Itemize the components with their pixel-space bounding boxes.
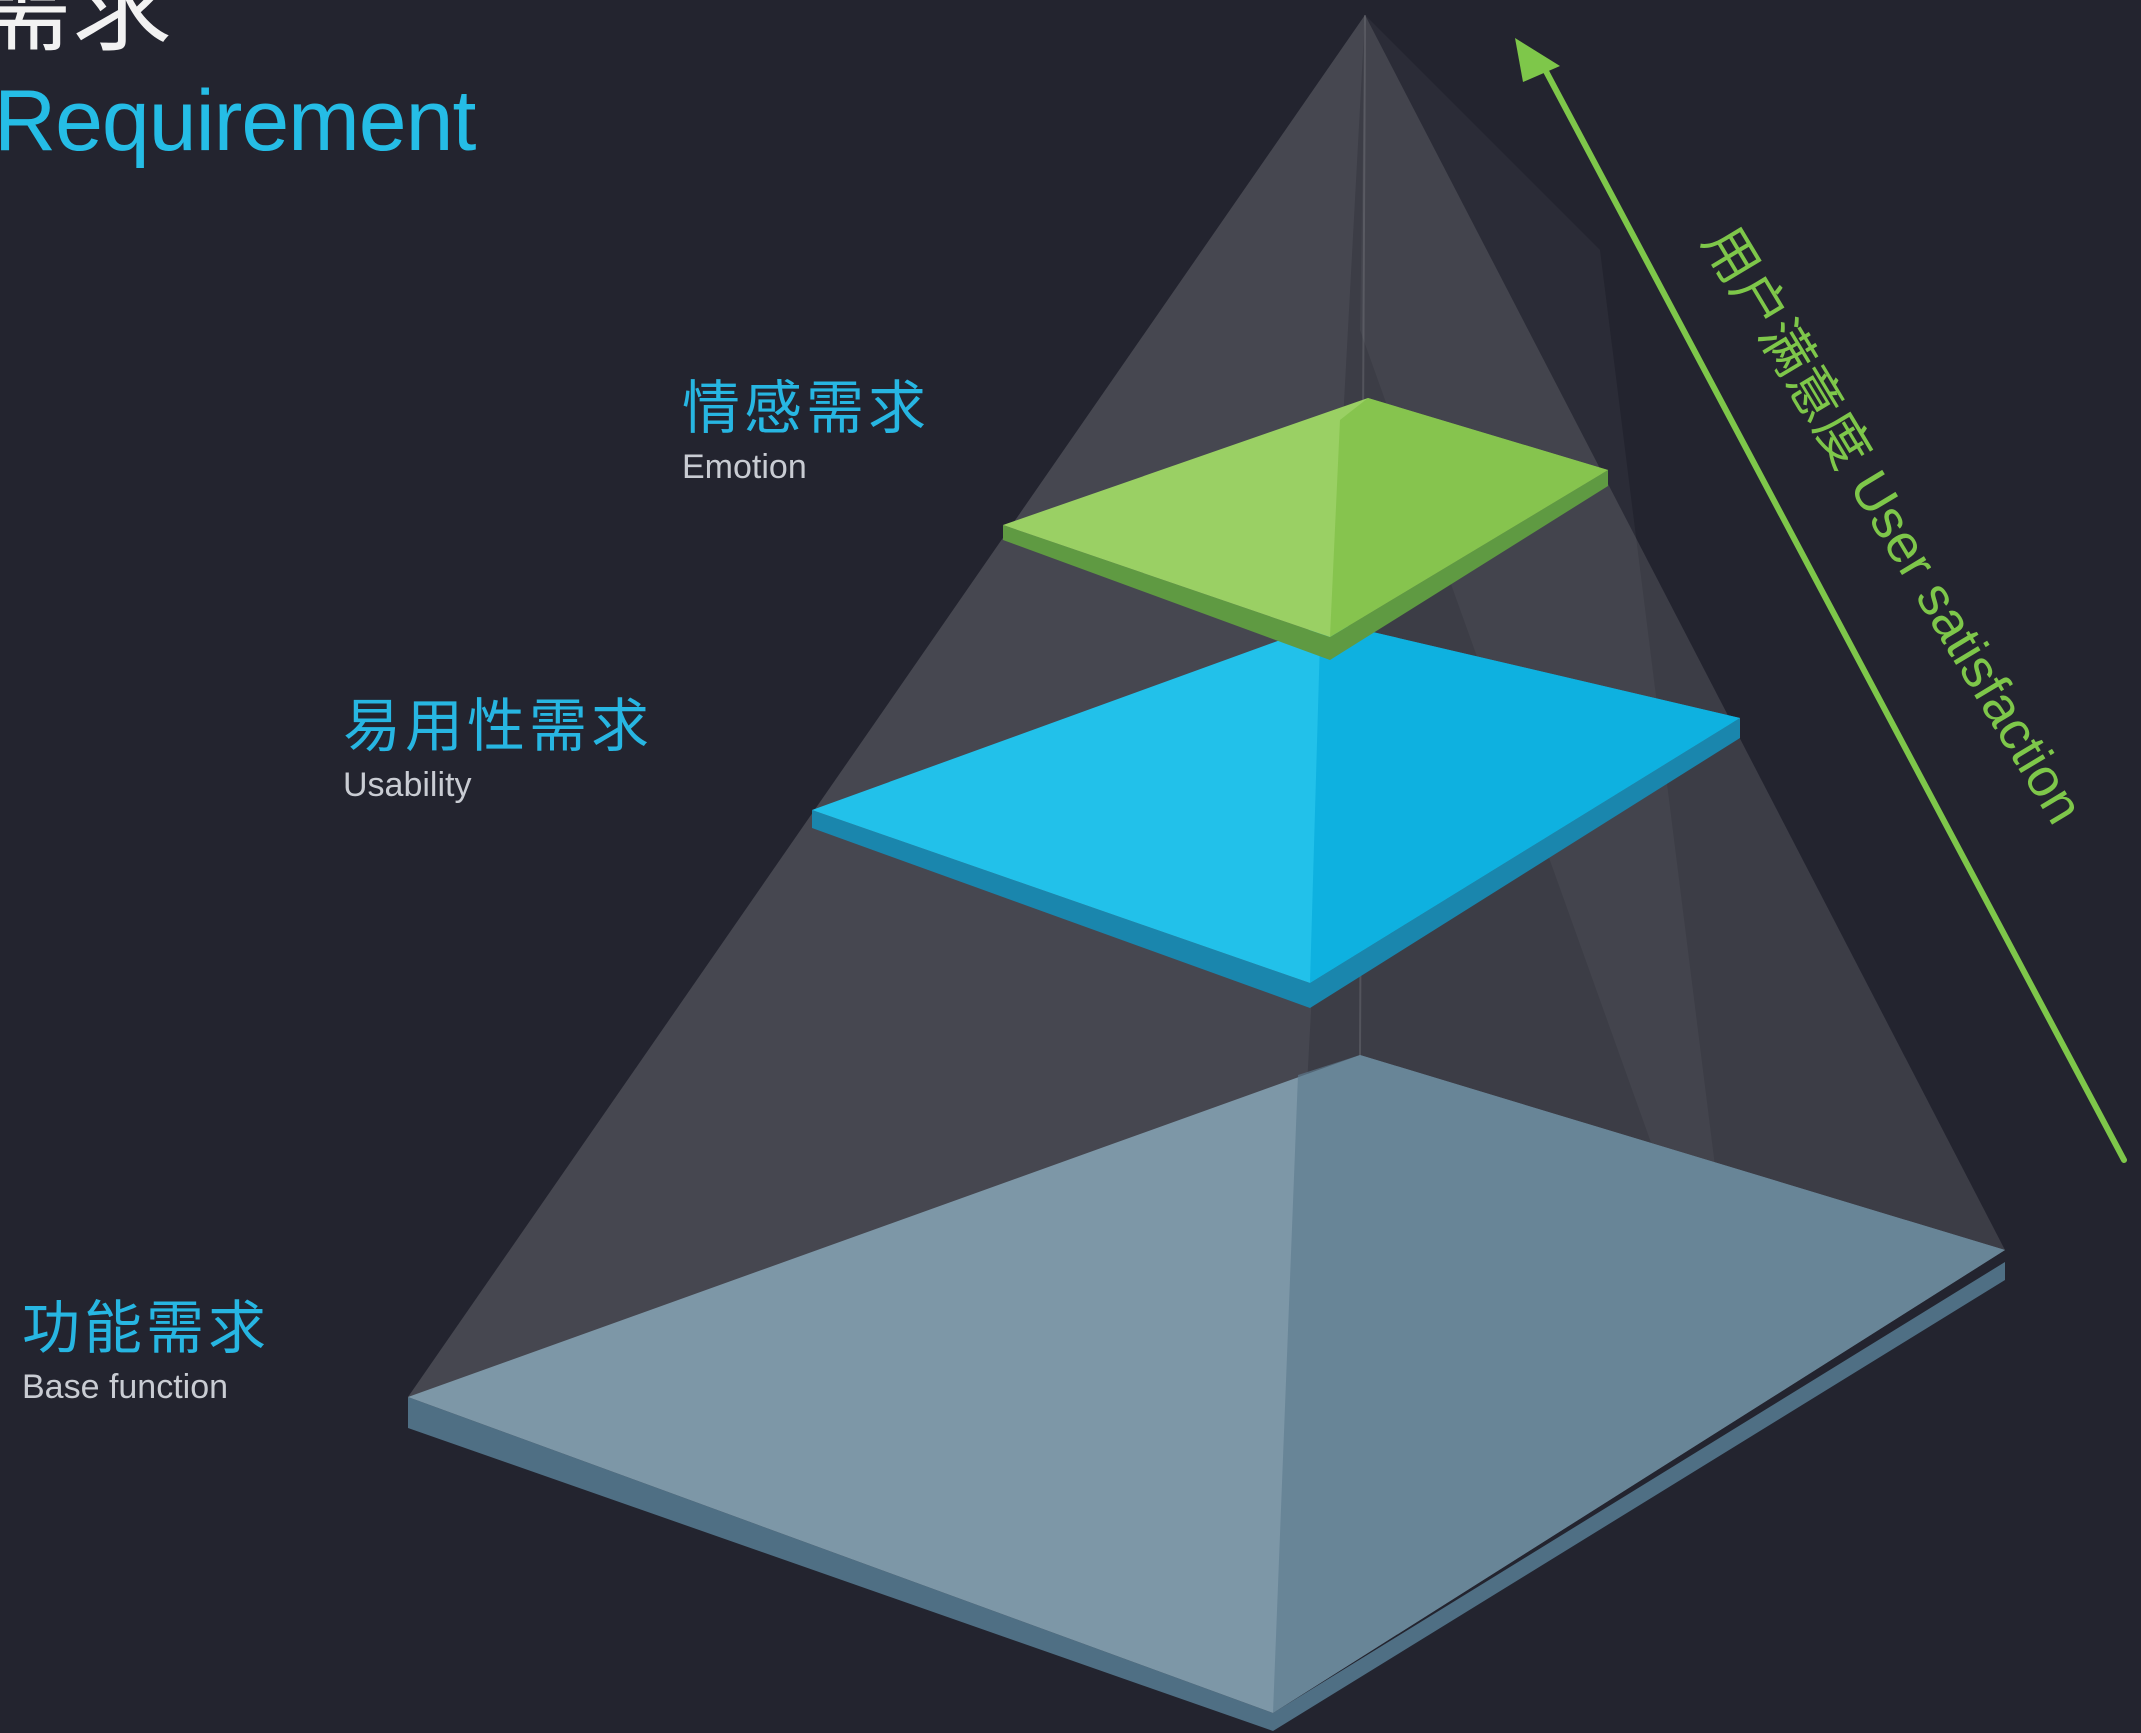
usability-layer xyxy=(812,622,1740,1008)
page-title-cn: 需求 xyxy=(0,0,172,66)
base-layer xyxy=(408,1055,2005,1731)
level-usability-en: Usability xyxy=(343,765,472,804)
page-title-en: Requirement xyxy=(0,73,476,169)
base-layer-right-shade xyxy=(1273,1055,2005,1713)
user-satisfaction-arrow xyxy=(1515,38,2127,1163)
arrow-shaft xyxy=(1537,57,2127,1163)
emotion-layer-right-shade xyxy=(1330,398,1608,637)
arrow-head-icon xyxy=(1515,38,1560,82)
level-usability-cn: 易用性需求 xyxy=(343,692,654,760)
usability-layer-right-shade xyxy=(1310,622,1740,983)
level-emotion-cn: 情感需求 xyxy=(682,374,931,442)
emotion-layer xyxy=(1003,398,1608,660)
level-label-usability: 易用性需求 Usability xyxy=(343,692,654,806)
level-base-function-en: Base function xyxy=(22,1367,229,1406)
level-base-function-cn: 功能需求 xyxy=(22,1294,271,1362)
level-label-base-function: 功能需求 Base function xyxy=(22,1294,271,1408)
level-label-emotion: 情感需求 Emotion xyxy=(682,374,931,488)
level-emotion-en: Emotion xyxy=(682,447,807,486)
